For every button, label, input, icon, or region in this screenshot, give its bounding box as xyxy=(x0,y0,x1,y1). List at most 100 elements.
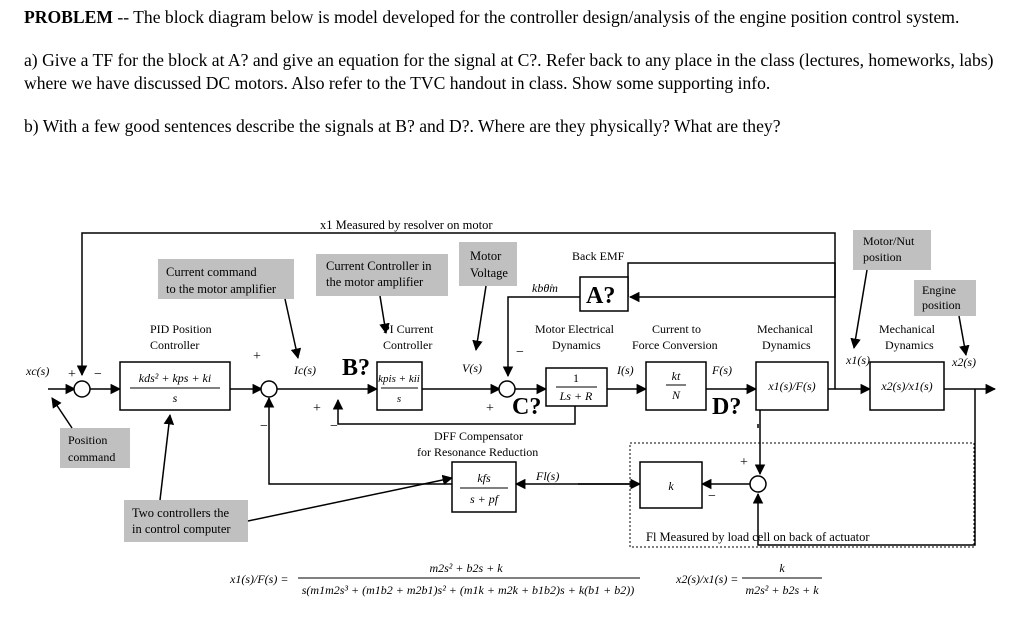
svg-text:for Resonance Reduction: for Resonance Reduction xyxy=(417,445,538,459)
svg-text:position: position xyxy=(863,250,902,264)
sign-labels: + − + − + − − + + − xyxy=(68,345,748,504)
callout-position-command: Position command xyxy=(60,428,130,468)
svg-text:Voltage: Voltage xyxy=(470,266,508,280)
svg-text:Controller: Controller xyxy=(383,338,432,352)
svg-text:Mechanical: Mechanical xyxy=(757,322,814,336)
svg-text:kfs: kfs xyxy=(477,471,491,485)
svg-text:+: + xyxy=(313,401,321,416)
svg-text:−: − xyxy=(708,489,716,504)
svg-text:m2s² + b2s + k: m2s² + b2s + k xyxy=(429,561,503,575)
problem-intro: PROBLEM -- The block diagram below is mo… xyxy=(24,6,1014,29)
svg-text:x2(s)/x1(s) =: x2(s)/x1(s) = xyxy=(675,572,738,586)
svg-text:+: + xyxy=(68,367,76,382)
svg-text:Mechanical: Mechanical xyxy=(879,322,936,336)
load-cell-label: Fl Measured by load cell on back of actu… xyxy=(646,530,870,544)
svg-text:PI Current: PI Current xyxy=(383,322,434,336)
resolver-feedback-path xyxy=(76,232,836,389)
svg-text:Current command: Current command xyxy=(166,265,257,279)
svg-text:x2(s): x2(s) xyxy=(951,355,976,369)
resolver-feedback-label: x1 Measured by resolver on motor xyxy=(320,218,493,232)
problem-part-a: a) Give a TF for the block at A? and giv… xyxy=(24,50,994,93)
block-titles: PID Position Controller PI Current Contr… xyxy=(150,322,936,459)
svg-text:position: position xyxy=(922,298,961,312)
svg-text:Position: Position xyxy=(68,433,107,447)
svg-text:A?: A? xyxy=(586,283,615,309)
svg-text:D?: D? xyxy=(712,394,741,420)
svg-text:+: + xyxy=(253,349,261,364)
svg-text:N: N xyxy=(671,388,681,402)
callout-motor-voltage: Motor Voltage xyxy=(459,242,517,286)
svg-text:Motor: Motor xyxy=(470,249,502,263)
callout-pointers xyxy=(51,269,970,522)
callout-two-controllers: Two controllers the in control computer xyxy=(124,500,248,542)
svg-text:Ls + R: Ls + R xyxy=(559,389,593,403)
svg-text:PID Position: PID Position xyxy=(150,322,212,336)
svg-text:F(s): F(s) xyxy=(711,363,732,377)
svg-text:C?: C? xyxy=(512,394,541,420)
svg-text:s: s xyxy=(173,391,178,405)
svg-text:−: − xyxy=(330,419,338,434)
svg-text:−: − xyxy=(516,345,524,360)
svg-text:Engine: Engine xyxy=(922,283,956,297)
block-mechanical-1: x1(s)/F(s) xyxy=(755,361,829,411)
problem-part-b: b) With a few good sentences describe th… xyxy=(24,116,781,136)
block-pid: kds² + kps + ki s xyxy=(119,361,231,411)
svg-text:1: 1 xyxy=(573,371,579,385)
summing-junctions xyxy=(73,380,767,493)
block-load-spring: k xyxy=(639,461,703,509)
svg-text:DFF Compensator: DFF Compensator xyxy=(434,429,523,443)
block-motor-electrical: 1 Ls + R xyxy=(545,367,608,407)
svg-text:Dynamics: Dynamics xyxy=(552,338,601,352)
svg-text:V(s): V(s) xyxy=(462,361,482,375)
svg-text:s + pf: s + pf xyxy=(470,492,500,506)
block-mechanical-2: x2(s)/x1(s) xyxy=(869,361,945,411)
svg-text:−: − xyxy=(94,367,102,382)
block-a: A? xyxy=(579,276,629,312)
svg-text:x1(s)/F(s): x1(s)/F(s) xyxy=(767,379,815,393)
svg-text:in control computer: in control computer xyxy=(132,522,231,536)
block-dff: kfs s + pf xyxy=(451,461,517,513)
signal-labels: xc(s) Ic(s) V(s) I(s) F(s) x1(s) x2(s) F… xyxy=(25,353,976,483)
svg-text:Fl(s): Fl(s) xyxy=(535,469,559,483)
question-markers: B? C? D? xyxy=(342,355,741,420)
svg-text:B?: B? xyxy=(342,355,370,381)
equation-2: x2(s)/x1(s) = k m2s² + b2s + k xyxy=(675,561,822,597)
svg-text:x2(s)/x1(s): x2(s)/x1(s) xyxy=(880,379,932,393)
svg-text:the motor amplifier: the motor amplifier xyxy=(326,275,424,289)
svg-text:Dynamics: Dynamics xyxy=(762,338,811,352)
svg-text:to the motor amplifier: to the motor amplifier xyxy=(166,282,277,296)
svg-text:k: k xyxy=(779,561,785,575)
svg-text:Force Conversion: Force Conversion xyxy=(632,338,718,352)
svg-text:k: k xyxy=(668,479,674,493)
callout-engine-position: Engine position xyxy=(914,280,976,316)
svg-text:kt: kt xyxy=(672,369,681,383)
svg-text:kpis + kii: kpis + kii xyxy=(378,373,420,385)
problem-intro-text: -- The block diagram below is model deve… xyxy=(112,7,960,27)
problem-statement: PROBLEM -- The block diagram below is mo… xyxy=(24,6,1014,158)
svg-text:x1(s)/F(s) =: x1(s)/F(s) = xyxy=(229,572,288,586)
load-cell-region xyxy=(629,442,975,548)
svg-text:command: command xyxy=(68,450,115,464)
block-pi: kpis + kii s xyxy=(376,361,423,411)
svg-text:−: − xyxy=(260,419,268,434)
inner-feedback-paths xyxy=(263,388,976,546)
svg-text:I(s): I(s) xyxy=(616,363,634,377)
svg-text:s: s xyxy=(397,393,401,405)
callout-current-controller: Current Controller in the motor amplifie… xyxy=(316,254,448,296)
svg-text:Ic(s): Ic(s) xyxy=(293,363,316,377)
back-emf-signal: kbθ̇m xyxy=(532,281,558,295)
svg-text:Motor Electrical: Motor Electrical xyxy=(535,322,615,336)
svg-text:Two controllers the: Two controllers the xyxy=(132,506,229,520)
svg-text:x1(s): x1(s) xyxy=(845,353,870,367)
svg-text:kds² + kps + ki: kds² + kps + ki xyxy=(139,371,211,385)
svg-text:+: + xyxy=(486,401,494,416)
svg-text:m2s² + b2s + k: m2s² + b2s + k xyxy=(745,583,819,597)
equation-1: x1(s)/F(s) = m2s² + b2s + k s(m1m2s³ + (… xyxy=(229,561,640,597)
svg-text:+: + xyxy=(740,455,748,470)
svg-text:Current Controller in: Current Controller in xyxy=(326,259,432,273)
callout-current-command: Current command to the motor amplifier xyxy=(158,259,294,299)
svg-text:Dynamics: Dynamics xyxy=(885,338,934,352)
back-emf-path xyxy=(502,262,836,378)
svg-text:s(m1m2s³ + (m1b2 + m2b1)s² + (: s(m1m2s³ + (m1b2 + m2b1)s² + (m1k + m2k … xyxy=(302,583,635,597)
